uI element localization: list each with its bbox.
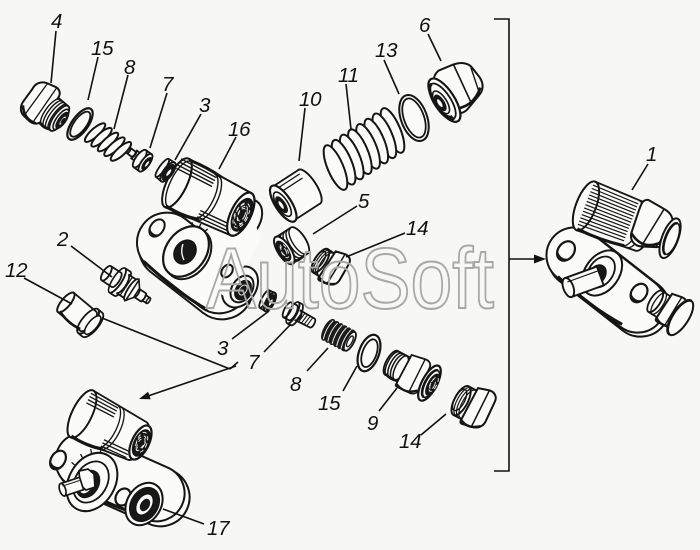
svg-text:2: 2	[56, 228, 69, 251]
svg-text:10: 10	[299, 88, 322, 111]
svg-text:15: 15	[91, 37, 114, 60]
svg-text:5: 5	[358, 190, 370, 213]
svg-text:17: 17	[207, 517, 231, 540]
svg-text:15: 15	[318, 392, 341, 415]
svg-text:8: 8	[290, 373, 302, 396]
svg-text:4: 4	[51, 10, 62, 33]
svg-text:13: 13	[375, 39, 398, 62]
svg-text:8: 8	[124, 56, 136, 79]
svg-text:12: 12	[5, 259, 28, 282]
svg-text:14: 14	[406, 217, 428, 240]
svg-text:16: 16	[228, 118, 251, 141]
svg-text:AutoSoft: AutoSoft	[206, 231, 494, 327]
svg-text:1: 1	[646, 143, 657, 166]
svg-text:14: 14	[399, 430, 421, 453]
svg-text:11: 11	[338, 64, 359, 87]
svg-text:3: 3	[217, 337, 229, 360]
svg-text:3: 3	[199, 94, 211, 117]
svg-text:6: 6	[419, 14, 431, 37]
svg-text:7: 7	[248, 351, 261, 374]
svg-text:7: 7	[162, 73, 175, 96]
svg-text:9: 9	[367, 412, 378, 435]
